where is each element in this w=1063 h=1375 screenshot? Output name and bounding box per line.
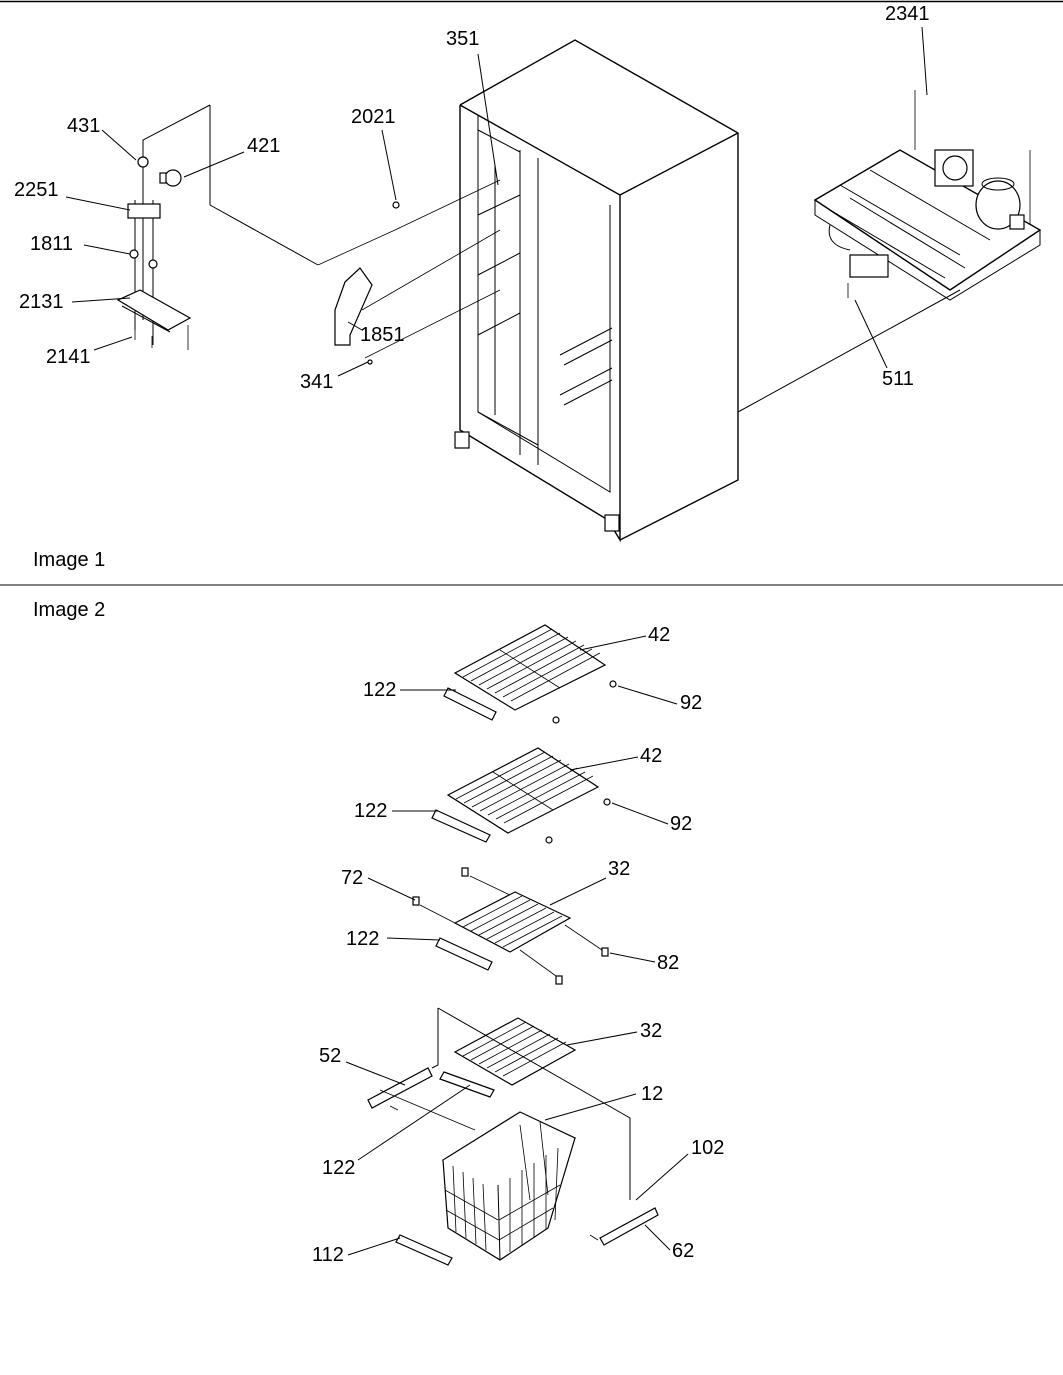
callout-62: 62 [672, 1240, 695, 1262]
callout-52: 52 [319, 1045, 342, 1067]
wire-basket-12 [441, 1111, 577, 1261]
wire-shelf-32-third [412, 867, 609, 985]
callout-82: 82 [657, 952, 680, 974]
callout-511: 511 [882, 368, 914, 390]
callout-2141: 2141 [46, 346, 91, 368]
callout-1811: 1811 [30, 233, 74, 255]
callout-12: 12 [641, 1083, 664, 1105]
callout-431: 431 [67, 115, 101, 137]
leader-lines-image-2 [345, 635, 689, 1256]
callout-32-fourth: 32 [640, 1020, 663, 1042]
compressor-assembly [813, 90, 1042, 301]
callout-122-fourth: 122 [322, 1157, 356, 1179]
bulb-icon [159, 169, 182, 187]
callout-92-top: 92 [680, 692, 703, 714]
callout-2251: 2251 [14, 179, 59, 201]
callout-72: 72 [341, 867, 364, 889]
wire-shelf-42-second [431, 747, 611, 844]
callout-42-top: 42 [648, 624, 671, 646]
image-1-caption: Image 1 [33, 549, 106, 571]
callout-1851: 1851 [360, 324, 405, 346]
basket-rails [367, 1007, 659, 1246]
basket-trim-112 [395, 1234, 453, 1266]
refrigerator-cabinet [454, 39, 961, 543]
callout-421: 421 [247, 135, 281, 157]
leader-lines-image-1 [65, 26, 928, 377]
callout-2341: 2341 [885, 3, 930, 25]
callout-351: 351 [446, 28, 480, 50]
handle-bracket [334, 267, 373, 346]
callout-32-third: 32 [608, 858, 631, 880]
callout-122-second: 122 [354, 800, 388, 822]
callout-341: 341 [300, 371, 334, 393]
callout-2021: 2021 [351, 106, 396, 128]
socket-icon [137, 156, 149, 168]
callout-122-third: 122 [346, 928, 380, 950]
wire-shelf-42-top [443, 624, 617, 724]
callout-92-second: 92 [670, 813, 693, 835]
callout-122-first: 122 [363, 679, 397, 701]
callout-112: 112 [312, 1244, 344, 1266]
light-bracket-assembly [116, 104, 319, 350]
callout-2131: 2131 [19, 291, 64, 313]
wire-shelf-32-fourth [439, 1017, 577, 1098]
callout-102: 102 [691, 1137, 725, 1159]
callout-42-second: 42 [640, 745, 663, 767]
image-2-caption: Image 2 [33, 599, 106, 621]
